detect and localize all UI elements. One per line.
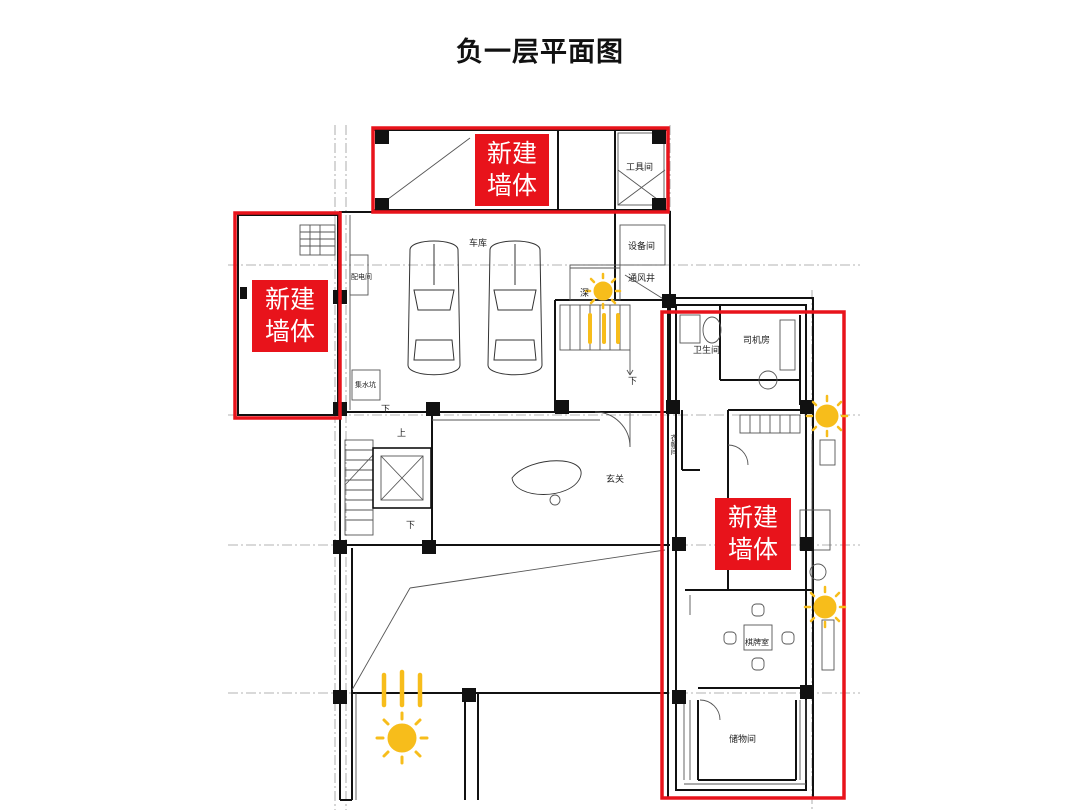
- tag-line2: 墙体: [264, 317, 315, 346]
- room-electric: 配电间: [351, 273, 372, 281]
- new-wall-tag-left: 新建 墙体: [252, 280, 328, 352]
- room-entry: 玄关: [606, 475, 625, 485]
- new-wall-outlines: [233, 126, 846, 800]
- tag-line2: 墙体: [486, 171, 537, 200]
- new-wall-tag-top: 新建 墙体: [475, 134, 549, 206]
- page-title: 负一层平面图: [456, 37, 624, 68]
- car-left: [407, 240, 461, 376]
- tag-line2: 墙体: [727, 535, 778, 564]
- columns: [240, 130, 814, 704]
- details: [299, 132, 836, 800]
- tag-line1: 新建: [727, 503, 778, 532]
- room-water: 集水坑: [355, 381, 376, 389]
- stair-down-mark: 下: [406, 521, 416, 531]
- stair-up-mark: 上: [397, 429, 407, 439]
- stair-down-mark: 下: [628, 377, 638, 387]
- room-driver: 司机房: [743, 336, 771, 346]
- stair-down-mark: 下: [381, 405, 391, 415]
- grid-lines: [228, 125, 860, 810]
- room-closet: 衣帽间: [670, 434, 678, 455]
- room-equipment: 设备间: [628, 242, 656, 252]
- car-right: [487, 240, 543, 376]
- sun-icon: [803, 585, 847, 629]
- room-vent: 通风井: [628, 274, 656, 284]
- room-chess: 棋牌室: [745, 638, 769, 647]
- walls: [237, 129, 814, 801]
- room-garage: 车库: [469, 239, 488, 249]
- sun-icon: [375, 669, 429, 765]
- sun-icon: [805, 394, 849, 438]
- sun-icon: [584, 272, 622, 344]
- new-wall-tag-right: 新建 墙体: [715, 498, 791, 570]
- room-bath: 卫生间: [693, 346, 721, 356]
- room-deep: 深: [580, 289, 590, 299]
- tag-line1: 新建: [486, 139, 537, 168]
- tag-line1: 新建: [264, 285, 315, 314]
- room-tools: 工具间: [626, 163, 654, 173]
- room-storage: 储物间: [729, 735, 757, 745]
